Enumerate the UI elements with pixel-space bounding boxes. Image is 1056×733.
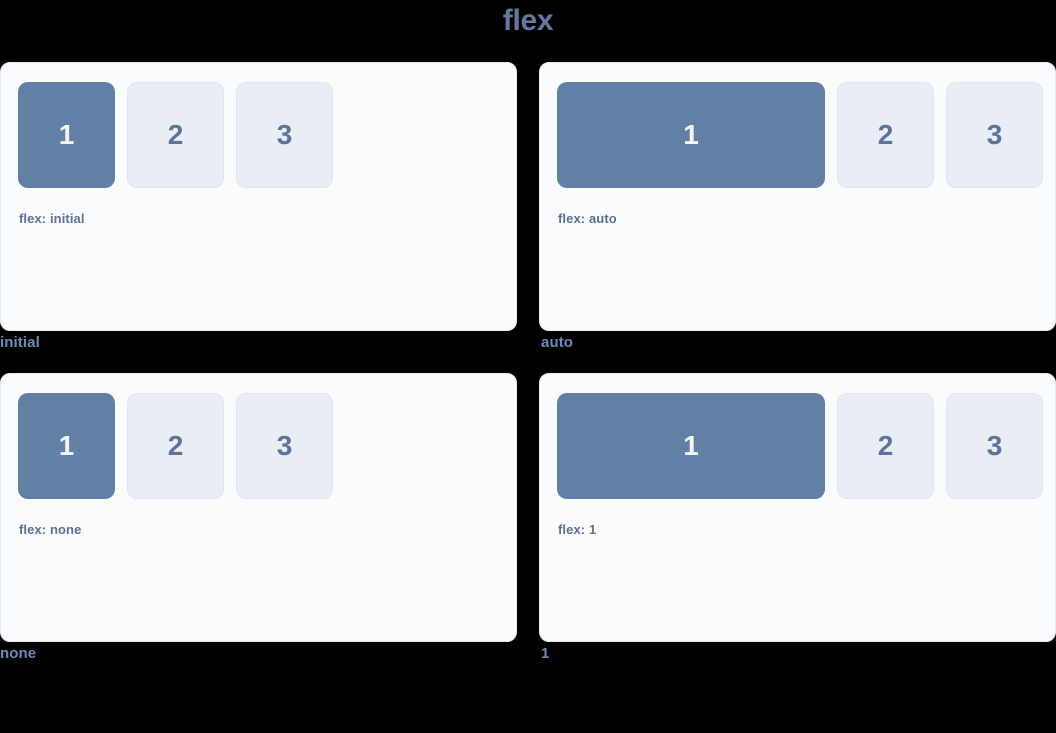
- flex-container-auto: 1 2 3: [557, 82, 1055, 188]
- flex-item-1: 1: [18, 82, 115, 188]
- panel-caption: flex: initial: [19, 211, 85, 226]
- page-title: flex: [502, 4, 554, 37]
- flex-item-1: 1: [557, 393, 825, 499]
- flex-item-2: 2: [127, 393, 224, 499]
- panel-value-label: none: [0, 645, 37, 662]
- flex-item-3: 3: [946, 393, 1043, 499]
- flex-container-none: 1 2 3: [18, 393, 516, 499]
- flex-container-one: 1 2 3: [557, 393, 1055, 499]
- demo-cell-one: 1 2 3 flex: 1 1: [539, 373, 1056, 662]
- flex-item-2: 2: [837, 393, 934, 499]
- flex-item-3: 3: [236, 82, 333, 188]
- flex-item-2: 2: [127, 82, 224, 188]
- panel-caption: flex: auto: [558, 211, 617, 226]
- panel-value-label: initial: [0, 334, 40, 351]
- demo-panel-initial: 1 2 3 flex: initial: [0, 62, 517, 331]
- demo-cell-auto: 1 2 3 flex: auto auto: [539, 62, 1056, 351]
- flex-item-1: 1: [18, 393, 115, 499]
- demo-panel-none: 1 2 3 flex: none: [0, 373, 517, 642]
- demo-cell-none: 1 2 3 flex: none none: [0, 373, 517, 662]
- demo-cell-initial: 1 2 3 flex: initial initial: [0, 62, 517, 351]
- flex-item-1: 1: [557, 82, 825, 188]
- panel-caption: flex: 1: [558, 522, 597, 537]
- demo-panel-one: 1 2 3 flex: 1: [539, 373, 1056, 642]
- panel-caption: flex: none: [19, 522, 82, 537]
- demo-panel-auto: 1 2 3 flex: auto: [539, 62, 1056, 331]
- panel-value-label: auto: [541, 334, 574, 351]
- flex-item-3: 3: [946, 82, 1043, 188]
- panel-grid: 1 2 3 flex: initial initial 1 2 3 flex: …: [0, 62, 1056, 662]
- panel-value-label: 1: [541, 645, 550, 662]
- flex-container-initial: 1 2 3: [18, 82, 516, 188]
- flex-item-3: 3: [236, 393, 333, 499]
- flex-item-2: 2: [837, 82, 934, 188]
